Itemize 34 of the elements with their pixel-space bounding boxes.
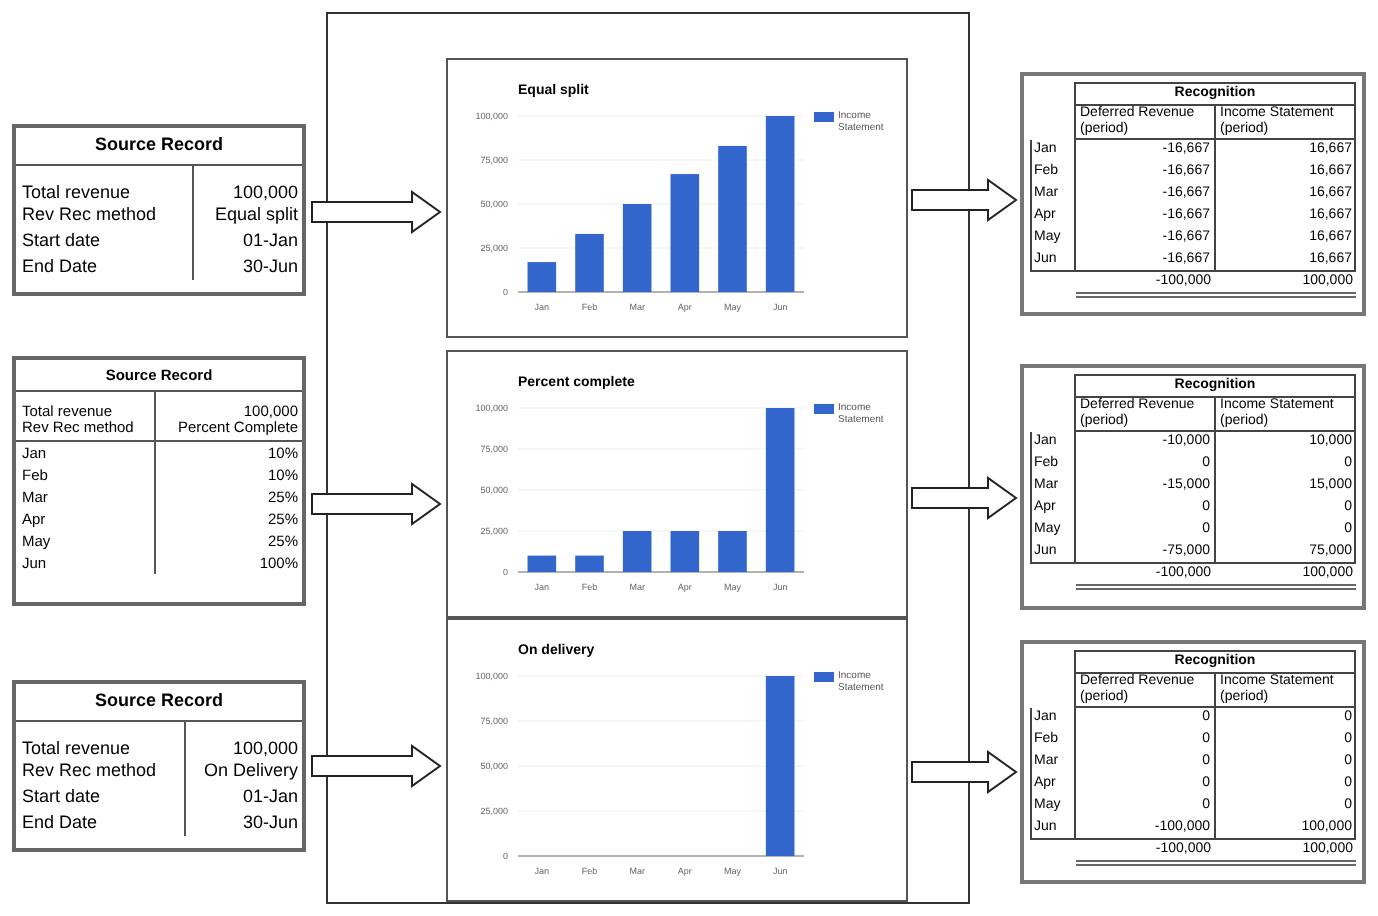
table-title: Source Record	[94, 134, 224, 154]
source-record-table	[12, 124, 306, 296]
row-value: Equal split	[214, 203, 298, 223]
row-value: 30-Jun	[242, 811, 298, 831]
row-value: 01-Jan	[242, 229, 298, 249]
row-value: 01-Jan	[242, 785, 298, 805]
row-value: On Delivery	[203, 759, 298, 779]
source-record-table	[12, 356, 306, 606]
row-value: 100,000	[232, 737, 298, 757]
recognition-table	[1020, 364, 1366, 610]
row-label: Start date	[22, 229, 101, 249]
recognition-table	[1020, 640, 1366, 884]
row-label: Start date	[22, 785, 101, 805]
chart-frame	[326, 12, 970, 904]
chart-panel	[446, 58, 908, 338]
row-label: End Date	[22, 255, 98, 275]
block-arrow	[311, 190, 442, 234]
source-record-table	[12, 680, 306, 852]
block-arrow	[911, 476, 1018, 520]
row-value: 100,000	[232, 181, 298, 201]
row-label: End Date	[22, 811, 98, 831]
block-arrow	[911, 178, 1018, 222]
chart-panel	[446, 350, 908, 618]
row-label: Total revenue	[22, 737, 131, 757]
row-label: Rev Rec method	[22, 203, 157, 223]
block-arrow	[311, 744, 442, 788]
block-arrow	[911, 750, 1018, 794]
row-label: Rev Rec method	[22, 759, 157, 779]
row-label: Total revenue	[22, 181, 131, 201]
chart-panel	[446, 618, 908, 902]
block-arrow	[311, 482, 442, 526]
table-title: Source Record	[94, 690, 224, 710]
row-value: 30-Jun	[242, 255, 298, 275]
recognition-table	[1020, 72, 1366, 316]
